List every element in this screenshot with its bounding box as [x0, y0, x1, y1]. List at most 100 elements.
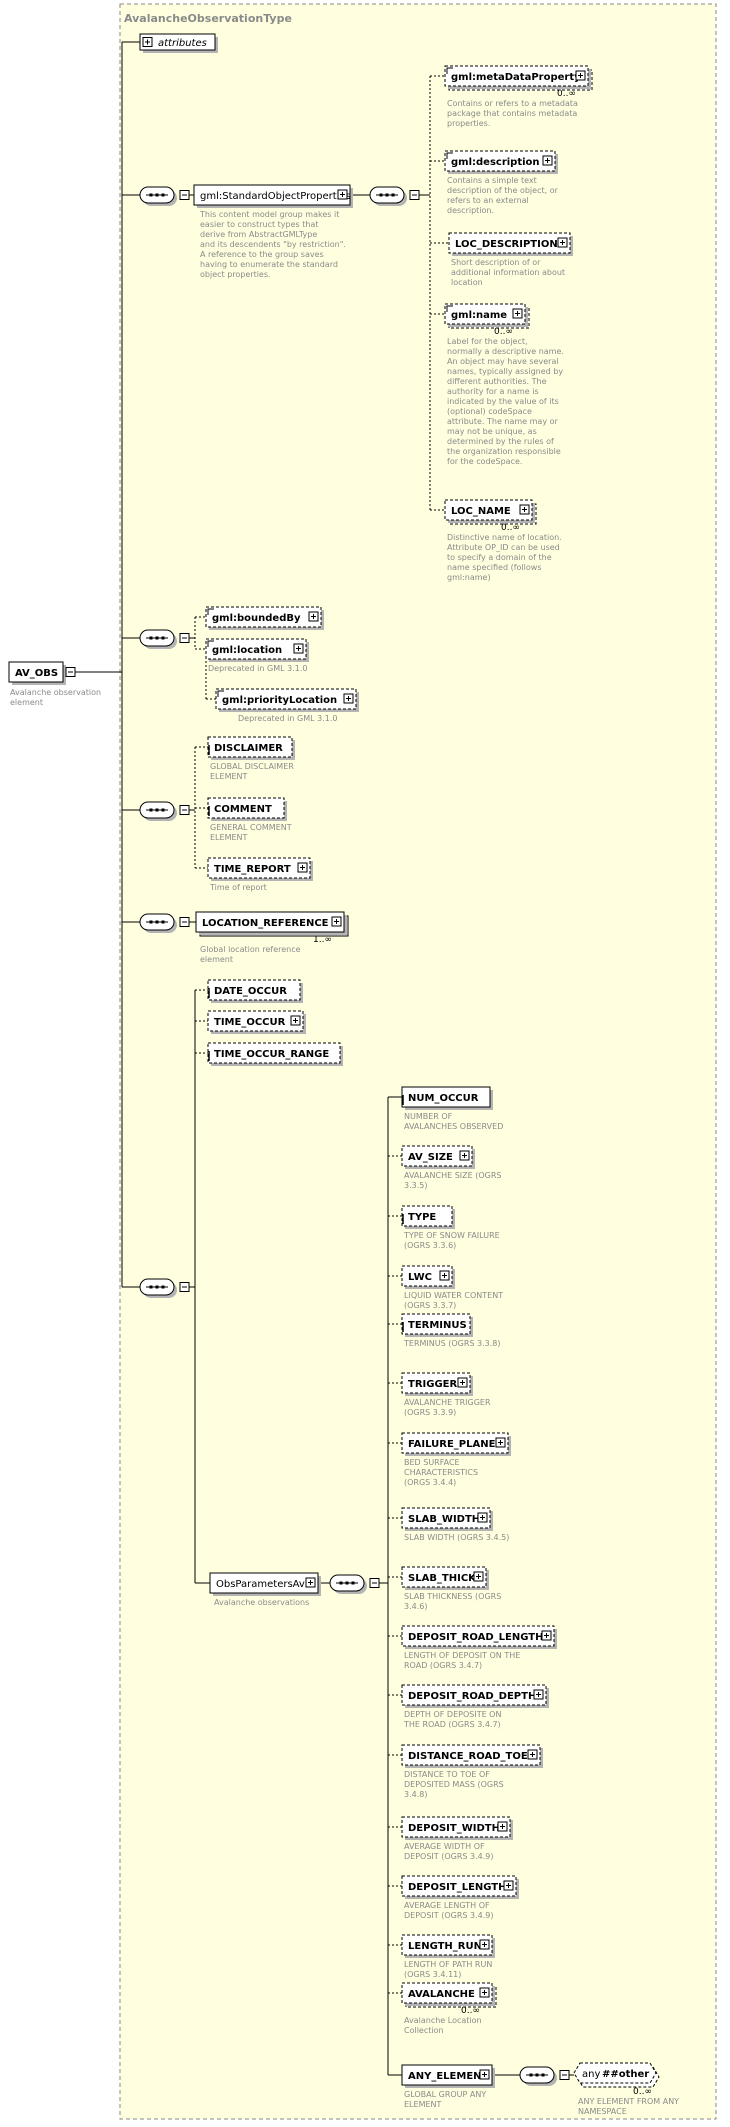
collapse-minus-icon[interactable]: [179, 1282, 190, 1292]
collapse-minus-icon[interactable]: [369, 1578, 380, 1588]
sequence-compositor[interactable]: [139, 1278, 190, 1298]
collapse-minus-icon[interactable]: [179, 190, 190, 200]
expand-plus-icon[interactable]: [337, 189, 348, 200]
expand-plus-icon[interactable]: [439, 1270, 450, 1281]
expand-plus-icon[interactable]: [293, 643, 304, 654]
collapse-minus-icon[interactable]: [179, 917, 190, 927]
element-description: DISTANCE TO TOE OF: [404, 1770, 490, 1779]
element-name: LOCATION_REFERENCE: [202, 918, 329, 929]
collapse-minus-icon[interactable]: [559, 2070, 570, 2080]
element-description: ELEMENT: [404, 2100, 442, 2109]
element-description: A reference to the group saves: [200, 250, 324, 259]
element-description: 3.4.8): [404, 1790, 427, 1799]
element-time-occur-range[interactable]: TIME_OCCUR_RANGE: [207, 1042, 343, 1066]
expand-plus-icon[interactable]: [457, 1377, 468, 1388]
sequence-compositor[interactable]: [329, 1574, 380, 1594]
expand-plus-icon[interactable]: [503, 1880, 514, 1891]
expand-plus-icon[interactable]: [512, 308, 523, 319]
element-box: [401, 1566, 487, 1588]
expand-plus-icon[interactable]: [305, 1577, 316, 1588]
sequence-dot-icon: [161, 193, 165, 197]
expand-plus-icon[interactable]: [479, 2069, 490, 2080]
sequence-compositor[interactable]: [519, 2066, 570, 2086]
element-description: THE ROAD (OGRS 3.4.7): [403, 1720, 501, 1729]
element-date-occur[interactable]: DATE_OCCUR: [207, 979, 303, 1003]
expand-plus-icon[interactable]: [575, 70, 586, 81]
element-name: DEPOSIT_LENGTH: [408, 1882, 507, 1893]
expand-plus-icon[interactable]: [459, 1150, 470, 1161]
expand-plus-icon[interactable]: [331, 916, 342, 927]
expand-plus-icon[interactable]: [542, 155, 553, 166]
expand-plus-icon[interactable]: [477, 1512, 488, 1523]
sequence-compositor[interactable]: [369, 186, 420, 206]
sequence-compositor[interactable]: [139, 629, 190, 649]
expand-plus-icon[interactable]: [343, 693, 354, 704]
expand-plus-icon[interactable]: [479, 1939, 490, 1950]
sequence-compositor[interactable]: [139, 801, 190, 821]
expand-plus-icon[interactable]: [557, 237, 568, 248]
expand-plus-icon[interactable]: [473, 1571, 484, 1582]
expand-plus-icon[interactable]: [479, 1987, 490, 1998]
expand-plus-icon[interactable]: [527, 1749, 538, 1760]
expand-plus-icon[interactable]: [308, 611, 319, 622]
expand-plus-icon[interactable]: [533, 1689, 544, 1700]
root-description: Avalanche observation: [10, 688, 101, 697]
collapse-minus-icon[interactable]: [179, 805, 190, 815]
element-description: Deprecated in GML 3.1.0: [238, 714, 337, 723]
sequence-compositor[interactable]: [139, 186, 190, 206]
sequence-compositor[interactable]: [139, 913, 190, 933]
collapse-minus-icon[interactable]: [179, 633, 190, 643]
element-box: [401, 1313, 471, 1335]
collapse-minus-icon[interactable]: [65, 667, 76, 677]
expand-plus-icon[interactable]: [297, 862, 308, 873]
element-description: Global location reference: [200, 945, 301, 954]
expand-plus-icon[interactable]: [495, 1437, 506, 1448]
element-description: Attribute OP_ID can be used: [447, 543, 560, 552]
expand-plus-icon[interactable]: [497, 1821, 508, 1832]
attributes-expand-icon[interactable]: [142, 37, 153, 47]
expand-plus-icon[interactable]: [541, 1630, 552, 1641]
element-description: GENERAL COMMENT: [210, 823, 292, 832]
element-box: [195, 911, 345, 933]
element-bounded-by[interactable]: gml:boundedBy: [205, 606, 324, 630]
attributes-group[interactable]: attributes: [139, 33, 218, 53]
element-description: package that contains metadata: [447, 109, 577, 118]
expand-plus-icon[interactable]: [290, 1015, 301, 1026]
sequence-dot-icon: [155, 808, 159, 812]
collapse-minus-icon[interactable]: [409, 190, 420, 200]
expand-plus-icon[interactable]: [519, 504, 530, 515]
element-time-occur[interactable]: TIME_OCCUR: [207, 1010, 306, 1034]
